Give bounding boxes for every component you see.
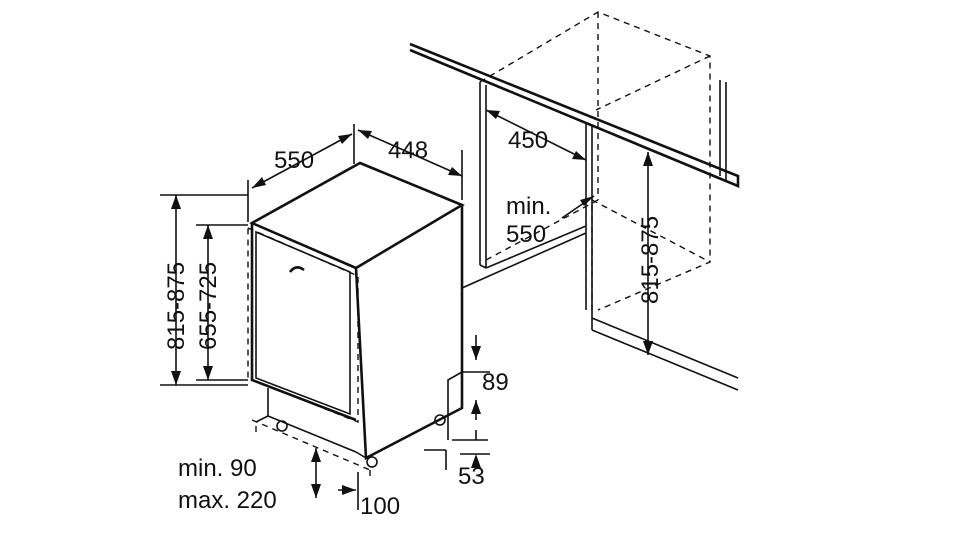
left-cabinet-panel xyxy=(479,82,487,269)
plinth-dashed xyxy=(251,419,371,480)
label-niche-height: 815-875 xyxy=(637,216,664,304)
label-plinth-min: min. 90 xyxy=(178,455,257,482)
floor-line xyxy=(591,312,739,391)
dimension-lines xyxy=(160,109,653,510)
label-door-height: 655-725 xyxy=(195,262,222,350)
door-outline-dashed xyxy=(247,226,359,424)
niche-outline xyxy=(479,11,711,312)
label-plinth-depth: 100 xyxy=(360,493,400,520)
foot-back xyxy=(434,414,446,426)
label-plinth-gap: 53 xyxy=(458,463,485,490)
foot-left xyxy=(276,420,288,432)
cabinet-back-panel xyxy=(719,80,727,180)
niche-drawing xyxy=(409,11,740,391)
foot-right xyxy=(366,456,378,468)
label-niche-width: 450 xyxy=(508,127,548,154)
right-cabinet-panel xyxy=(585,122,593,312)
label-total-height: 815-875 xyxy=(163,262,190,350)
label-appliance-width: 448 xyxy=(388,137,428,164)
label-plinth-height: 89 xyxy=(482,369,509,396)
dimension-labels: 550 448 450 min. 550 815-875 815-875 655… xyxy=(163,127,664,520)
dishwasher-right-side xyxy=(354,205,464,461)
label-appliance-depth: 550 xyxy=(274,147,314,174)
dishwasher-top xyxy=(249,161,465,270)
label-niche-depth-prefix: min. xyxy=(506,193,551,220)
dishwasher-drawing xyxy=(247,161,465,480)
label-plinth-max: max. 220 xyxy=(178,487,277,514)
door-handle xyxy=(288,266,305,273)
dishwasher-front-edge xyxy=(250,223,357,422)
plinth xyxy=(255,388,367,459)
countertop xyxy=(409,42,740,188)
label-niche-depth-value: 550 xyxy=(506,221,546,248)
